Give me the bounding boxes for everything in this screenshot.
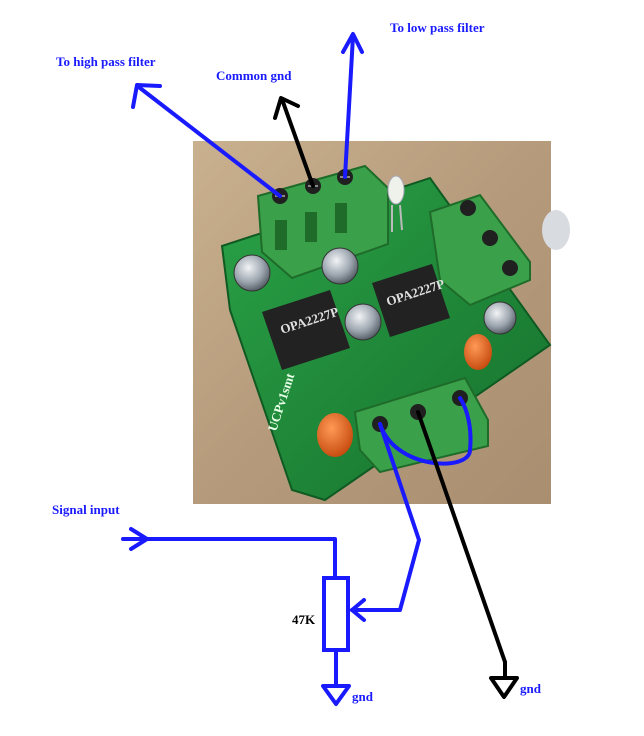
wire-jumper-loop — [378, 396, 473, 466]
opamp-left: OPA2227P — [262, 290, 350, 370]
wire-common-gnd — [273, 96, 315, 188]
potentiometer-47k — [321, 576, 351, 706]
opamp-right: OPA2227P — [372, 264, 450, 337]
wire-high-pass — [131, 83, 282, 198]
label-gnd-right: gnd — [520, 681, 542, 696]
right-terminal-block — [428, 193, 531, 307]
wire-right-gnd — [416, 410, 519, 699]
label-common-gnd: Common gnd — [216, 68, 292, 83]
label-gnd-left: gnd — [352, 689, 374, 704]
capacitors — [233, 247, 517, 341]
ceramic-cap-left — [317, 413, 353, 457]
label-resistor-value: 47K — [292, 612, 316, 627]
wire-low-pass — [341, 32, 364, 179]
wire-signal-input — [121, 527, 337, 580]
wire-wiper-to-sig — [350, 422, 421, 622]
label-to-high-pass: To high pass filter — [56, 54, 156, 69]
led — [387, 175, 405, 232]
ceramic-cap-right — [464, 334, 492, 370]
label-to-low-pass: To low pass filter — [390, 20, 485, 35]
label-signal-input: Signal input — [52, 502, 120, 517]
board-photo: OPA2227P OPA2227P UCPv1smt — [193, 141, 570, 504]
